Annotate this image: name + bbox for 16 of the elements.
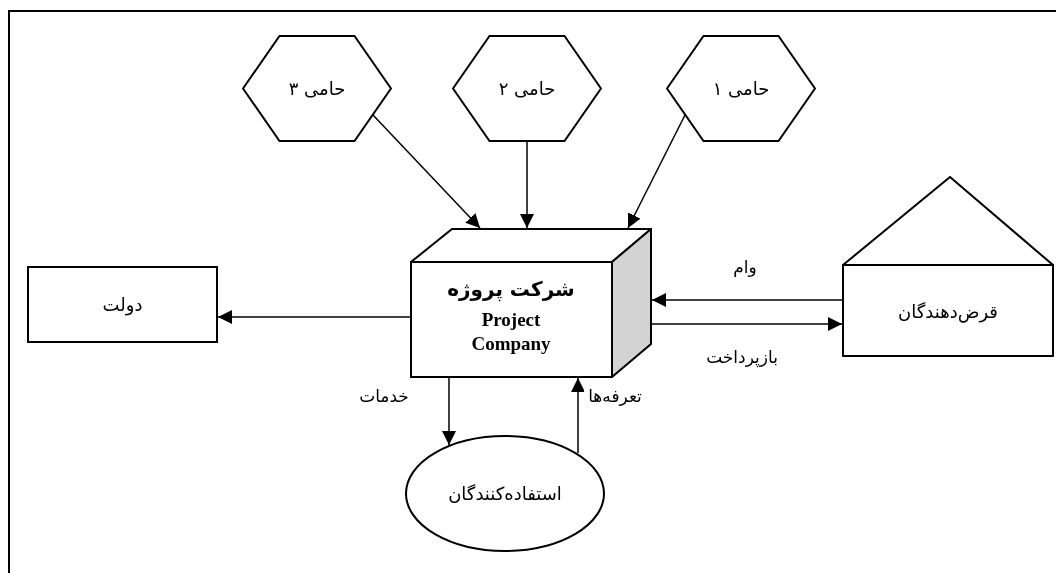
arrow <box>520 141 534 229</box>
node-label: شرکت پروژه <box>447 276 575 304</box>
node-label: حامی ۱ <box>712 77 770 101</box>
arrow <box>372 114 481 229</box>
arrow <box>217 310 411 324</box>
arrow <box>627 114 686 229</box>
node-label: استفاده‌کنندگان <box>448 482 562 506</box>
arrow <box>442 377 456 446</box>
node-label: حامی ۲ <box>498 77 556 101</box>
node-label: Project Company <box>470 308 552 356</box>
node-label: حامی ۳ <box>288 77 346 101</box>
arrow <box>571 377 585 454</box>
node-label: دولت <box>102 293 143 318</box>
node-label: قرض‌دهندگان <box>898 299 998 325</box>
arrow <box>651 317 843 331</box>
arrow <box>651 293 843 307</box>
